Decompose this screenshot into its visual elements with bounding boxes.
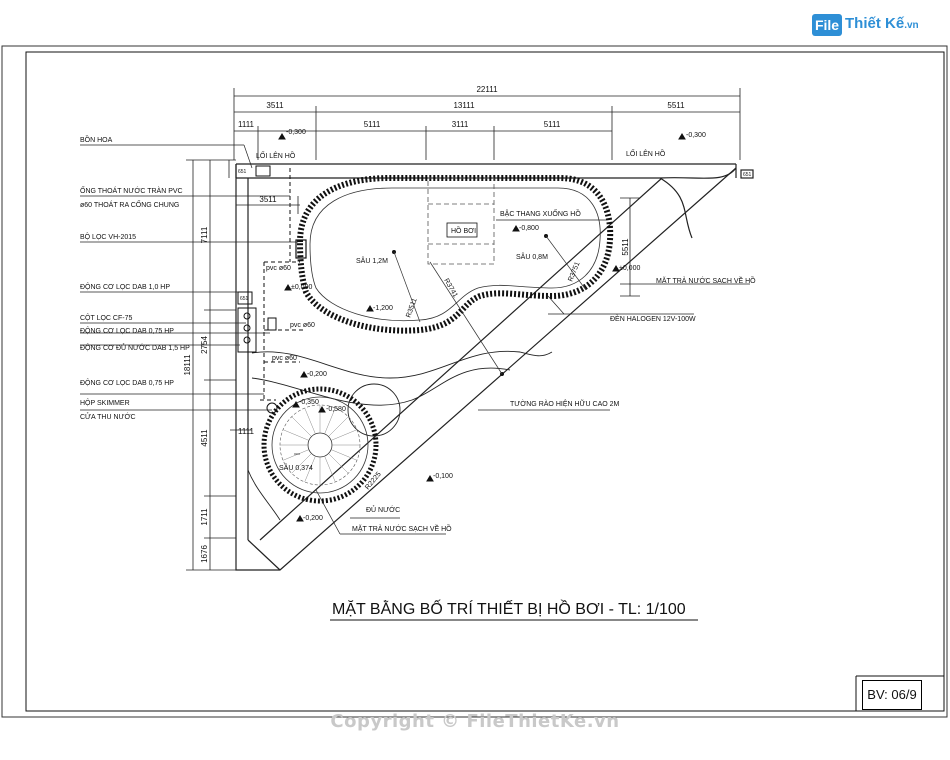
- dim-sub-c: 3111: [452, 120, 469, 129]
- logo-wordmark: Thiết Kế.vn: [845, 15, 919, 32]
- label-tuong-rao: TƯỜNG RÀO HIỆN HỮU CAO 2M: [510, 399, 620, 408]
- label-dong-co-4: ĐỘNG CƠ LỌC DAB 0,75 HP: [80, 378, 174, 387]
- label-loi-len-2: LỐI LÊN HỒ: [626, 148, 666, 158]
- dim-total: 22111: [476, 85, 498, 94]
- dim-sub-a: 1111: [238, 120, 255, 129]
- dim-left-a: 7111: [200, 226, 209, 243]
- label-ong-thoat-2: ø60 THOÁT RA CỐNG CHUNG: [80, 199, 179, 209]
- tag-c: 651: [743, 172, 752, 178]
- logo-name: Thiết Kế: [845, 15, 905, 32]
- spa-spoke: [328, 453, 349, 474]
- label-bac-thang: BẬC THANG XUỐNG HỒ: [500, 208, 581, 218]
- dim-left-total: 18111: [183, 354, 192, 376]
- label-ong-thoat: ỐNG THOÁT NƯỚC TRÀN PVC: [80, 185, 183, 195]
- label-du-nuoc: ĐỦ NƯỚC: [366, 505, 400, 514]
- outer-frame: [1, 45, 948, 718]
- spa-spoke: [324, 455, 336, 483]
- label-bon-hoa: BỒN HOA: [80, 134, 113, 144]
- dim-right-a: 5511: [621, 238, 630, 256]
- level-c: -0,800: [519, 225, 539, 232]
- label-cua-thu: CỬA THU NƯỚC: [80, 412, 136, 421]
- sheet-number: BV: 06/9: [862, 680, 922, 710]
- dim-small-a: 1111: [238, 427, 255, 436]
- spa-spoke: [328, 416, 349, 437]
- garden-curves: [247, 350, 553, 521]
- level-j: -0,100: [433, 473, 453, 480]
- top-dimensions: [233, 88, 741, 214]
- level-d: -1,200: [373, 305, 393, 312]
- label-ho-boi: HỒ BƠI: [451, 225, 476, 235]
- dim-left-e: 1676: [200, 545, 209, 563]
- dim-left-c: 4511: [200, 429, 209, 447]
- dim-left-b: 2754: [200, 336, 209, 354]
- radius-b: R3511: [405, 297, 418, 318]
- label-bo-loc: BỘ LỌC VH-2015: [80, 232, 136, 241]
- label-pvc-2: pvc ø60: [290, 322, 315, 329]
- dim-inner: 3511: [259, 195, 277, 204]
- spa-spoke: [304, 455, 316, 483]
- spa-spoke: [324, 407, 336, 435]
- site-logo[interactable]: File Thiết Kế.vn: [812, 13, 922, 39]
- label-sau-034: SÂU 0,374: [279, 463, 313, 472]
- label-loi-len-1: LỐI LÊN HỒ: [256, 150, 296, 160]
- spa-spoke: [282, 429, 310, 441]
- left-dimensions: [186, 159, 640, 571]
- spa-spoke: [282, 449, 310, 461]
- level-e: ±0,000: [291, 284, 312, 291]
- label-hop-skimmer: HỘP SKIMMER: [80, 398, 130, 407]
- level-h: -0,350: [299, 399, 319, 406]
- label-dong-co-1: ĐỘNG CƠ LỌC DAB 1,0 HP: [80, 282, 170, 291]
- spa-spoke: [291, 416, 312, 437]
- label-sau-08: SÂU 0,8M: [516, 252, 548, 261]
- spa-spoke: [330, 449, 358, 461]
- spa-spoke: [330, 429, 358, 441]
- radius-a: R3751: [567, 261, 581, 283]
- dim-top-b: 13111: [453, 101, 475, 110]
- label-pvc-1: pvc ø60: [266, 265, 291, 272]
- spa-spoke: [291, 453, 312, 474]
- dim-top-c: 5511: [667, 101, 685, 110]
- drawing-title: MẶT BẰNG BỐ TRÍ THIẾT BỊ HỒ BƠI - TL: 1/…: [332, 598, 686, 618]
- left-labels: BỒN HOA ỐNG THOÁT NƯỚC TRÀN PVC ø60 THOÁ…: [80, 134, 190, 421]
- level-a: -0,300: [286, 129, 306, 136]
- label-mat-tra-1: MẶT TRẢ NƯỚC SẠCH VỀ HỒ: [656, 275, 756, 285]
- spa-spoke: [304, 407, 316, 435]
- plan-labels: LỐI LÊN HỒ LỐI LÊN HỒ -0,300 -0,300 HỒ B…: [238, 129, 756, 533]
- copyright-watermark: Copyright © FileThietKe.vn: [330, 711, 620, 732]
- logo-suffix: .vn: [904, 20, 919, 31]
- level-f: ±0,000: [619, 265, 640, 272]
- level-k: -0,200: [303, 515, 323, 522]
- dim-top-a: 3511: [266, 101, 284, 110]
- level-markers: [278, 133, 686, 522]
- round-spa: [261, 386, 379, 504]
- tag-b: 651: [240, 296, 249, 302]
- dim-sub-d: 5111: [544, 120, 561, 129]
- label-cot-loc: CỘT LỌC CF-75: [80, 313, 132, 322]
- logo-badge: File: [812, 14, 842, 36]
- label-mat-tra-2: MẶT TRẢ NƯỚC SẠCH VỀ HỒ: [352, 523, 452, 533]
- equipment-piping: [237, 165, 307, 401]
- main-pool: [296, 175, 614, 376]
- dimension-texts: 22111 3511 13111 5511 1111 5111 3111 511…: [183, 85, 685, 563]
- label-pvc-3: pvc ø60: [272, 355, 297, 362]
- tag-a: 651: [238, 169, 247, 175]
- inner-frame: [25, 51, 945, 712]
- dim-left-d: 1711: [200, 508, 209, 526]
- radius-c: R3741: [442, 278, 458, 299]
- label-dong-co-3: ĐỘNG CƠ ĐỦ NƯỚC DAB 1,5 HP: [80, 343, 190, 352]
- label-sau-12: SÂU 1,2M: [356, 256, 388, 265]
- label-den-halogen: ĐÈN HALOGEN 12V-100W: [610, 314, 696, 323]
- leader-lines: [80, 144, 750, 535]
- level-i: -0,580: [326, 406, 346, 413]
- level-g: -0,200: [307, 371, 327, 378]
- label-dong-co-2: ĐỘNG CƠ LỌC DAB 0,75 HP: [80, 326, 174, 335]
- level-b: -0,300: [686, 132, 706, 139]
- site-boundary: [235, 163, 754, 571]
- dim-sub-b: 5111: [364, 120, 381, 129]
